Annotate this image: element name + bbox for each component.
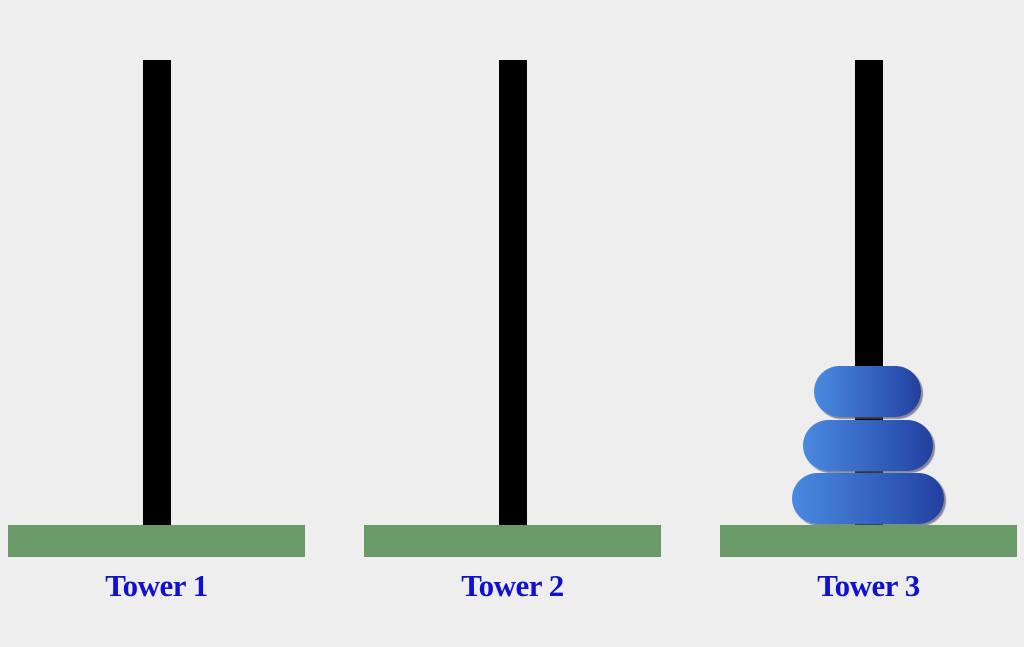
- tower-2-pole[interactable]: [499, 60, 527, 526]
- disk-medium[interactable]: [803, 420, 933, 471]
- tower-2[interactable]: Tower 2: [364, 0, 661, 647]
- tower-1-base[interactable]: [8, 525, 305, 557]
- disk-small[interactable]: [814, 366, 921, 417]
- tower-1-label: Tower 1: [105, 568, 208, 603]
- tower-3[interactable]: Tower 3: [720, 0, 1017, 647]
- disk-large[interactable]: [792, 473, 944, 524]
- tower-1-pole[interactable]: [143, 60, 171, 526]
- tower-2-label: Tower 2: [461, 568, 564, 603]
- tower-1[interactable]: Tower 1: [8, 0, 305, 647]
- tower-2-base[interactable]: [364, 525, 661, 557]
- tower-3-label: Tower 3: [817, 568, 920, 603]
- tower-3-base[interactable]: [720, 525, 1017, 557]
